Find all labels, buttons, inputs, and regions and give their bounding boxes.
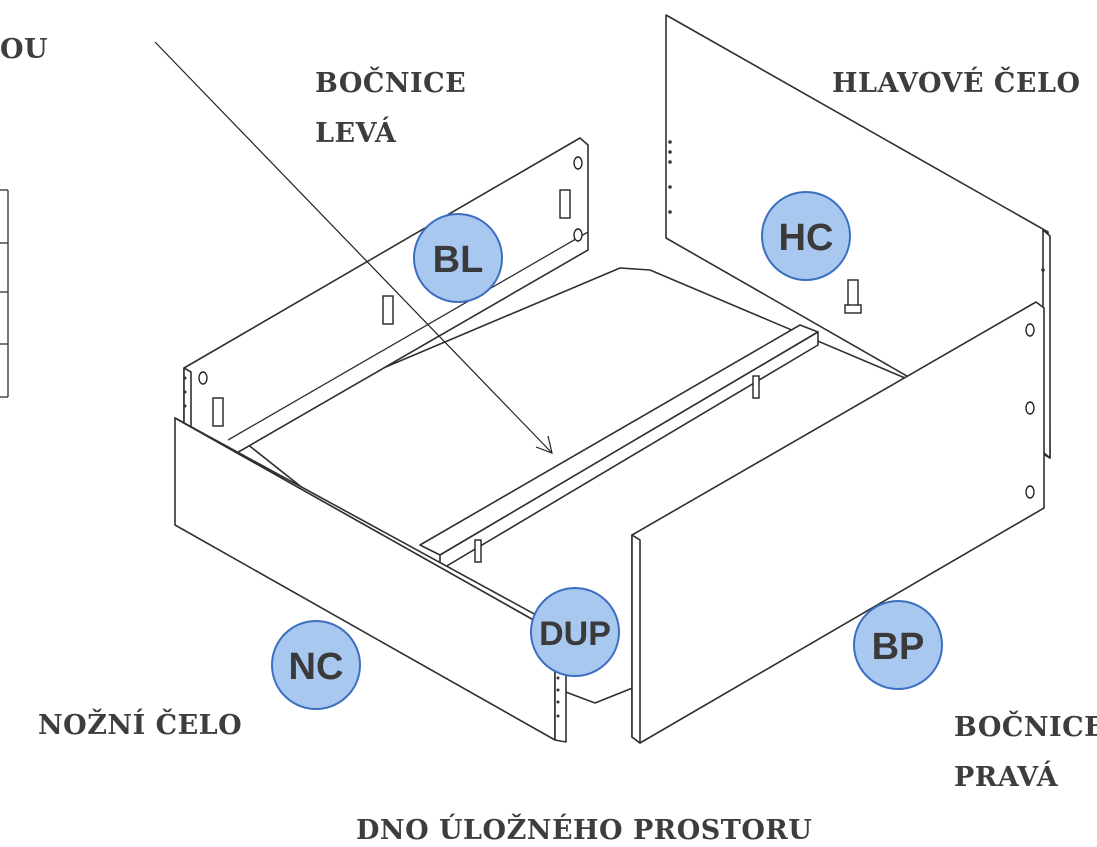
badge-bl: BL: [413, 213, 503, 303]
label-bocnice-leva-line1: BOČNICE: [315, 68, 467, 99]
badge-nc: NC: [271, 620, 361, 710]
leader-arrow: [154, 41, 553, 454]
center-support-rail: [419, 324, 819, 571]
partial-label-top-left: OU: [0, 34, 49, 65]
label-bocnice-prava-line1: BOČNICE: [954, 712, 1097, 743]
badge-dup: DUP: [530, 587, 620, 677]
left-side-panel: [183, 137, 589, 459]
label-hlavove-celo: HLAVOVÉ ČELO: [832, 68, 1081, 99]
badge-bl-text: BL: [433, 239, 484, 281]
label-bocnice-leva-line2: LEVÁ: [315, 118, 397, 149]
badge-hc-text: HC: [779, 217, 834, 259]
badge-hc: HC: [761, 191, 851, 281]
badge-bp-text: BP: [872, 626, 925, 668]
head-board-panel: [665, 14, 1051, 459]
label-nozni-celo: NOŽNÍ ČELO: [38, 710, 243, 741]
partial-table: [0, 189, 9, 398]
right-side-panel: [631, 301, 1045, 744]
badge-dup-text: DUP: [539, 615, 611, 653]
badge-bp: BP: [853, 600, 943, 690]
label-bocnice-prava-line2: PRAVÁ: [954, 762, 1059, 793]
label-dno: DNO ÚLOŽNÉHO PROSTORU: [356, 815, 813, 846]
badge-nc-text: NC: [289, 646, 344, 688]
